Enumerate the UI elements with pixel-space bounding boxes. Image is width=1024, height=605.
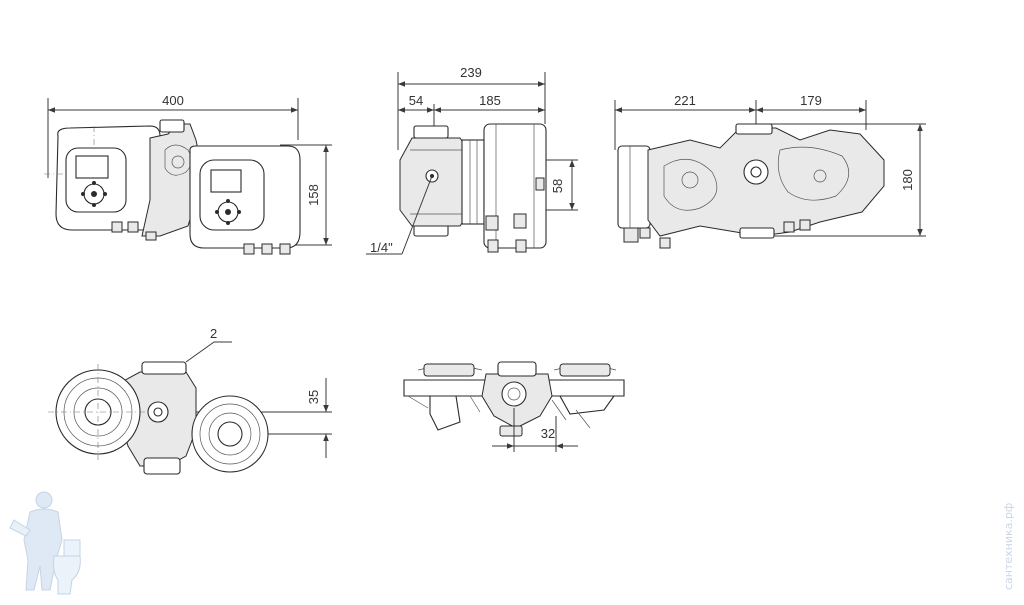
dim-side-height: 58 [550,179,565,193]
bottom-view: 32 [403,361,625,452]
dim-side-right: 185 [479,93,501,108]
dim-rear-left: 221 [674,93,696,108]
label-top-2: 2 [210,326,217,341]
dim-front-height: 158 [306,184,321,206]
rear-view: 221 179 180 [614,93,926,249]
plumber-logo-icon [9,491,81,595]
dim-top-offset: 35 [306,390,321,404]
dim-thread: 1/4" [370,240,393,255]
dim-front-width: 400 [162,93,184,108]
side-view: 239 54 185 58 1/4" [366,65,578,255]
dim-bottom-offset: 32 [541,426,555,441]
dim-side-total: 239 [460,65,482,80]
top-view: 2 35 [48,326,332,475]
dim-side-left: 54 [409,93,423,108]
dim-rear-height: 180 [900,169,915,191]
front-view: 400 158 [44,93,332,255]
watermark-text: сантехника.рф [1002,503,1015,590]
dim-rear-right: 179 [800,93,822,108]
